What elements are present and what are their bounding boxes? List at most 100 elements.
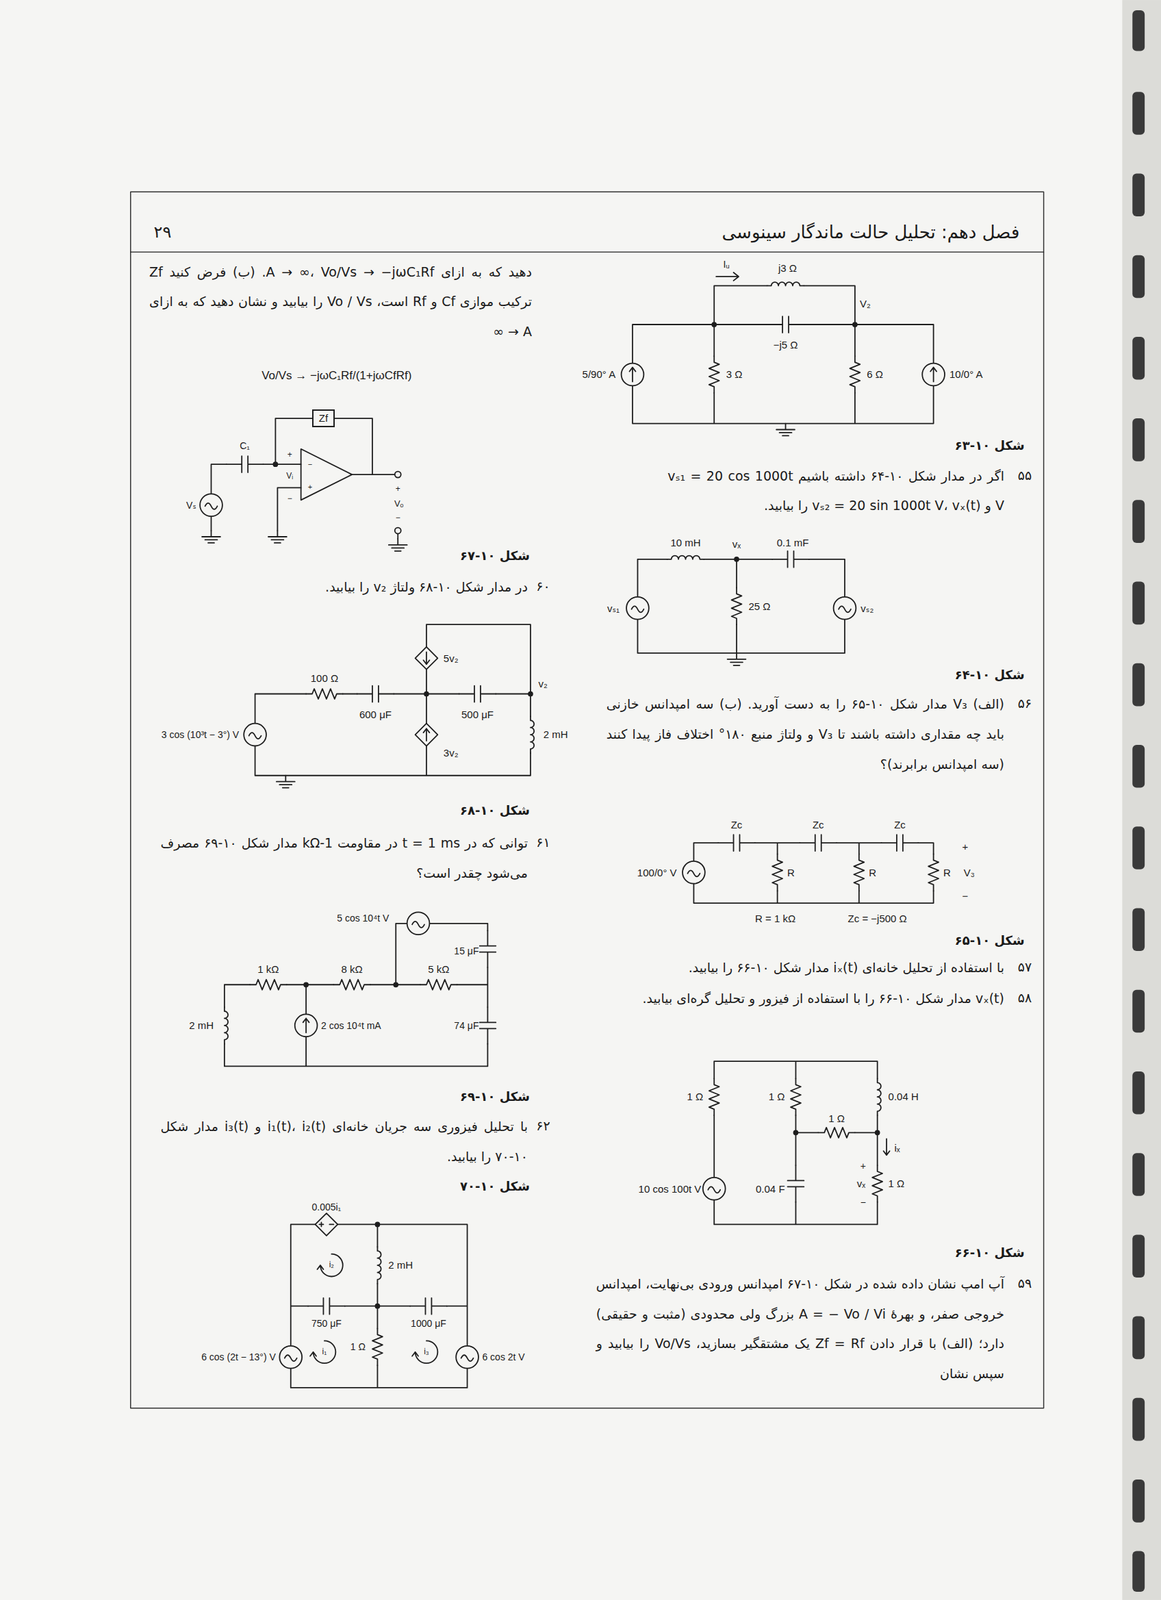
binding-mark xyxy=(1132,1234,1145,1278)
circuit-10-68 xyxy=(243,624,534,788)
component-label: 6 cos 2t V xyxy=(481,1351,526,1363)
circuit-10-69 xyxy=(295,1013,318,1037)
circuit-10-63 xyxy=(922,363,945,387)
figure-caption: شکل ۱۰-۶۸ xyxy=(459,803,531,819)
binding-mark xyxy=(1132,91,1145,135)
circuit-10-70 xyxy=(279,1345,302,1369)
problem-number: ۵۷ xyxy=(1017,959,1033,975)
impedance-box: Zf xyxy=(312,409,335,428)
component-label: Vᵢ xyxy=(285,471,294,482)
circuit-10-69 xyxy=(479,1006,496,1044)
circuit-10-70 xyxy=(279,1213,479,1388)
component-label: Zc xyxy=(811,818,825,831)
component-label: − xyxy=(961,889,969,902)
problem-text: اگر در مدار شکل ۱۰-۶۴ داشته باشیم vₛ₁ = … xyxy=(666,461,1005,521)
problem-number: ۶۲ xyxy=(535,1118,551,1134)
component-label: iₓ xyxy=(894,1141,901,1154)
circuit-10-66 xyxy=(790,1078,801,1116)
component-label: 10 mH xyxy=(669,536,701,549)
component-label: 1 Ω xyxy=(827,1112,846,1125)
circuit-10-66 xyxy=(872,1165,883,1203)
component-label: C₁ xyxy=(238,440,251,452)
component-label: 1000 μF xyxy=(410,1317,448,1329)
impedance-label: Zf xyxy=(319,412,328,424)
figure-caption: شکل ۱۰-۷۰ xyxy=(459,1179,531,1194)
component-label: 5/90° A xyxy=(581,368,617,380)
figure-caption: شکل ۱۰-۶۴ xyxy=(954,668,1026,683)
component-label: 6 Ω xyxy=(865,368,884,380)
component-label: vₓ xyxy=(856,1177,866,1190)
problem-number: ۲۹ xyxy=(153,223,173,243)
binding-mark xyxy=(1132,581,1145,625)
component-label: − xyxy=(286,494,293,504)
header-rule xyxy=(130,251,1044,253)
component-label: 100/0° V xyxy=(636,866,678,879)
component-label: − xyxy=(394,513,402,523)
component-label: 1 Ω xyxy=(768,1090,786,1103)
circuit-10-69 xyxy=(303,982,309,987)
circuit-10-65 xyxy=(799,834,837,851)
binding-mark xyxy=(1132,418,1145,462)
component-label: 5 kΩ xyxy=(427,963,450,975)
problem-number: ۵۵ xyxy=(1017,468,1033,484)
component-label: + xyxy=(286,450,293,461)
circuit-10-70 xyxy=(375,1221,380,1227)
component-label: i₂ xyxy=(328,1260,335,1270)
circuit-10-66 xyxy=(787,1165,805,1203)
circuit-10-63 xyxy=(849,355,860,393)
component-label: − xyxy=(307,460,313,469)
circuit-10-63 xyxy=(716,272,739,281)
component-label: 3v₂ xyxy=(442,746,460,759)
circuit-10-64 xyxy=(727,653,747,666)
circuit-10-69 xyxy=(420,979,458,990)
circuit-10-67 xyxy=(273,462,278,467)
component-label: 2 mH xyxy=(542,728,569,741)
circuit-10-66 xyxy=(703,1177,726,1201)
component-label: + xyxy=(961,840,969,853)
circuit-10-64 xyxy=(772,551,810,568)
problem-number: ۶۱ xyxy=(535,835,551,851)
circuit-10-69 xyxy=(407,911,430,935)
component-label: i₃ xyxy=(423,1347,430,1357)
component-label: Vₒ xyxy=(393,499,405,510)
circuit-10-65 xyxy=(853,853,864,891)
binding-mark xyxy=(1132,336,1145,380)
problem-number: ۵۶ xyxy=(1017,696,1033,712)
circuit-10-63 xyxy=(621,363,645,387)
component-label: Zc xyxy=(730,818,744,831)
circuit-10-67 xyxy=(301,449,353,501)
binding-mark xyxy=(1132,1152,1145,1196)
binding-mark xyxy=(1132,663,1145,707)
component-label: 10/0° A xyxy=(948,368,984,380)
problem-text: vₓ(t) مدار شکل ۱۰-۶۶ را با استفاده از فی… xyxy=(605,983,1005,1014)
circuit-10-67 xyxy=(201,530,221,543)
circuit-10-68 xyxy=(530,716,534,754)
circuit-10-69 xyxy=(479,930,496,968)
circuit-10-63 xyxy=(852,322,858,327)
circuit-10-70 xyxy=(455,1345,479,1369)
circuit-10-64 xyxy=(833,596,857,620)
component-label: vₛ₂ xyxy=(859,602,875,615)
circuit-10-69 xyxy=(224,923,489,1067)
circuit-10-70 xyxy=(412,1340,438,1363)
component-label: V₂ xyxy=(859,297,872,310)
binding-mark xyxy=(1132,255,1145,299)
component-label: 15 μF xyxy=(453,945,480,957)
binding-mark xyxy=(1132,1071,1145,1115)
circuit-10-63 xyxy=(711,322,717,327)
circuit-10-64 xyxy=(626,551,856,666)
circuit-10-68 xyxy=(305,688,343,699)
component-label: R = 1 kΩ xyxy=(754,912,797,925)
problem-text: توانی که در t = 1 ms در مقاومت 1-kΩ مدار… xyxy=(159,828,529,888)
component-label: 5 cos 10⁴t V xyxy=(336,912,390,924)
circuit-10-70 xyxy=(372,1328,383,1365)
circuit-10-63 xyxy=(767,316,805,333)
problem-text: با استفاده از تحلیل خانه‌ای iₓ(t) مدار ش… xyxy=(605,952,1005,984)
component-label: 2 cos 10⁴t mA xyxy=(320,1019,382,1031)
component-label: R xyxy=(868,866,877,879)
component-label: Iᵤ xyxy=(722,258,730,270)
circuit-10-66 xyxy=(875,1130,880,1135)
circuit-10-68 xyxy=(459,685,497,703)
component-label: V₃ xyxy=(963,866,976,879)
